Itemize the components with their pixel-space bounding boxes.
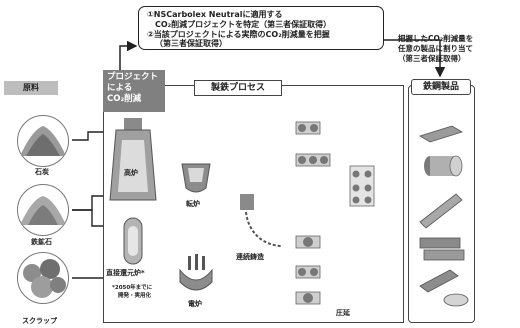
iron-ore-pile-icon — [20, 196, 66, 225]
callout-line-2: CO₂削減プロジェクトを特定（第三者保証取得） — [155, 20, 332, 29]
callout-line-1: ①NSCarbolex Neutralに適用する — [147, 10, 283, 19]
steel-process-title: 製鉄プロセス — [194, 80, 282, 96]
converter-icon — [181, 163, 211, 193]
project-tag-line-1: プロジェクト — [107, 72, 159, 82]
steel-wire-coil-icon — [443, 293, 469, 307]
callout-line-3: ②当該プロジェクトによる実際のCO₂削減量を把握 — [147, 30, 330, 39]
footnote-line-1: *2050年までに — [112, 285, 153, 291]
continuous-casting-icon — [240, 194, 283, 247]
scrap-label: スクラップ — [22, 317, 57, 325]
steel-products-title: 鉄鋼製品 — [411, 79, 471, 95]
allocation-line-3: （第三者保証取得） — [398, 54, 466, 63]
converter-label: 転炉 — [186, 200, 200, 208]
rolling-label: 圧延 — [336, 309, 350, 317]
coal-image — [17, 115, 69, 167]
allocation-note: 把握したCO₂削減量を 任意の製品に割り当て （第三者保証取得） — [398, 34, 473, 64]
allocation-line-1: 把握したCO₂削減量を — [398, 34, 474, 43]
blast-furnace-icon — [109, 118, 157, 201]
continuous-casting-label: 連続鋳造 — [236, 253, 264, 261]
blast-furnace-label: 高炉 — [124, 169, 138, 177]
project-tag-line-2: による — [107, 83, 133, 93]
eaf-icon — [179, 254, 213, 291]
steel-product-icons — [419, 125, 469, 307]
dri-furnace-label: 直接還元炉* — [106, 269, 145, 277]
eaf-label: 電炉 — [188, 300, 202, 308]
footnote-line-2: 開発・実用化 — [118, 293, 152, 299]
project-tag-line-3: CO₂削減 — [107, 94, 142, 104]
steel-bar-bundle-icon — [419, 269, 459, 293]
footnote: *2050年までに 開発・実用化 — [112, 284, 152, 300]
iron-ore-label: 鉄鉱石 — [31, 238, 52, 246]
dri-furnace-icon — [123, 217, 143, 265]
callout-box: ①NSCarbolex Neutralに適用する CO₂削減プロジェクトを特定（… — [138, 6, 384, 50]
steel-pipe-icon — [419, 193, 463, 229]
scrap-pile-icon — [23, 259, 66, 298]
raw-materials-tag: 原料 — [4, 81, 58, 95]
iron-ore-image — [17, 184, 69, 236]
project-co2-reduction-tag: プロジェクト による CO₂削減 — [103, 70, 165, 112]
scrap-image — [17, 252, 69, 304]
allocation-line-2: 任意の製品に割り当て — [398, 44, 473, 53]
steel-plate-icon — [419, 125, 463, 143]
callout-line-4: （第三者保証取得） — [155, 39, 227, 48]
coal-label: 石炭 — [35, 168, 49, 176]
steel-beam-icon — [419, 237, 461, 249]
coal-pile-icon — [20, 126, 66, 156]
rolling-mill-icons — [295, 121, 375, 305]
